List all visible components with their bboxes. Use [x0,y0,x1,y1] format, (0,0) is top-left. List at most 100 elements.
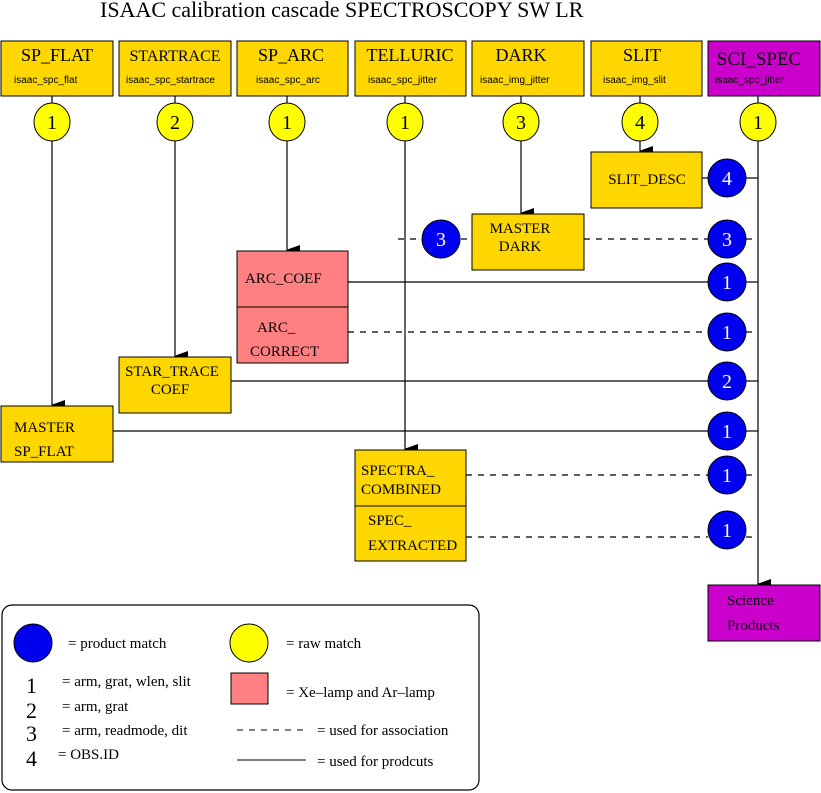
product-match-circle: 1 [707,455,747,495]
product-match-icon [707,510,747,550]
product-slit-desc: SLIT_DESC [590,151,703,209]
raw-frame-sp-flat: SP_FLAT isaac_spc_flat [0,40,114,97]
product-label-line2: DARK [499,239,542,255]
legend-key-num: 3 [26,721,37,746]
product-label-line2: COEF [151,382,189,398]
product-spectra: SPECTRA_ COMBINED SPEC_ EXTRACTED [354,449,467,562]
legend: = product match = raw match 1 = arm, gra… [1,604,480,791]
recipe-name: isaac_spc_startrace [126,75,215,86]
raw-box [0,40,114,97]
match-number: 2 [170,112,180,134]
match-number: 1 [722,465,732,487]
raw-match-icon [33,102,71,142]
raw-match-icon [621,102,659,142]
product-label-line2: Products [727,618,780,634]
raw-frame-name: DARK [495,45,546,65]
product-label: ARC_COEF [245,271,322,287]
product-box [0,405,114,463]
legend-product-match: = product match [68,636,167,652]
raw-frame-sci-spec: SCI_SPEC isaac_spc_jitter [707,40,821,97]
product-match-circle: 3 [421,219,461,259]
match-number: 3 [516,112,526,134]
product-box [590,151,703,209]
raw-frame-name: SP_FLAT [21,45,93,65]
raw-frame-dark: DARK isaac_img_jitter [471,40,585,97]
product-science-products: Science Products [707,584,821,642]
match-number: 3 [436,229,446,251]
recipe-name: isaac_img_jitter [480,75,550,86]
raw-match-circle: 3 [502,102,540,142]
product-master-dark: MASTER DARK [471,213,585,271]
legend-key-num: 1 [26,673,37,698]
legend-association: = used for association [317,723,449,739]
legend-raw-match: = raw match [286,636,362,652]
product-match-circle: 3 [707,219,747,259]
raw-frame-slit: SLIT isaac_img_slit [590,40,703,97]
raw-match-circle: 1 [33,102,71,142]
product-match-circle: 1 [707,411,747,451]
raw-frame-startrace: STARTRACE isaac_spc_startrace [118,40,232,97]
match-number: 1 [722,272,732,294]
product-match-circles: 4 3 3 1 1 2 1 1 [421,158,747,550]
recipe-name: isaac_spc_jitter [368,75,438,86]
product-match-circle: 1 [707,510,747,550]
product-label-line1: SPECTRA_ [361,463,435,479]
product-match-icon [707,219,747,259]
raw-box [354,40,467,97]
raw-frame-telluric: TELLURIC isaac_spc_jitter [354,40,467,97]
product-match-icon [707,158,747,198]
product-label-line1: Science [727,593,774,609]
match-number: 2 [722,371,732,393]
match-number: 4 [722,168,732,190]
product-label-line2: COMBINED [361,482,441,498]
raw-frame-name: STARTRACE [129,48,220,65]
raw-match-circle: 4 [621,102,659,142]
product-match-icon [707,455,747,495]
product-box [118,356,232,414]
science-box [707,40,821,97]
connectors [51,96,771,589]
raw-frame-sp-arc: SP_ARC isaac_spc_arc [236,40,349,97]
product-label-line2: EXTRACTED [368,538,457,554]
raw-frame-name: SP_ARC [258,45,324,65]
recipe-name: isaac_spc_arc [256,75,320,86]
raw-frame-name: SCI_SPEC [717,49,801,70]
recipe-name: isaac_img_slit [603,75,666,86]
legend-key-desc: = arm, readmode, dit [62,723,188,739]
raw-match-icon [268,102,306,142]
raw-match-icon [156,102,194,142]
raw-box [236,40,349,97]
product-master-sp-flat: MASTER SP_FLAT [0,405,114,463]
raw-match-icon [229,623,269,663]
product-box [471,213,585,271]
match-number: 1 [400,112,410,134]
product-label-line2: SP_FLAT [14,444,74,460]
match-number: 1 [282,112,292,134]
product-match-icon [707,411,747,451]
product-label-line1: SPEC_ [368,513,412,529]
legend-lamp: = Xe–lamp and Ar–lamp [286,685,435,701]
product-star-trace-coef: STAR_TRACE COEF [118,356,232,414]
match-number: 1 [722,421,732,443]
match-number: 1 [722,322,732,344]
product-match-circle: 2 [707,361,747,401]
diagram-title: ISAAC calibration cascade SPECTROSCOPY S… [100,0,584,22]
legend-key-num: 4 [26,746,37,771]
product-match-icon [13,623,53,663]
raw-frame-name: SLIT [623,45,661,65]
raw-match-circles: 1 2 1 1 3 4 1 [33,102,777,142]
raw-box [471,40,585,97]
product-label-line1: MASTER [14,420,75,436]
raw-match-circle: 1 [386,102,424,142]
match-number: 3 [722,229,732,251]
recipe-name: isaac_spc_jitter [715,75,785,86]
product-label-line1: ARC_ [257,320,296,336]
lamp-swatch-icon [230,672,269,705]
recipe-name: isaac_spc_flat [14,75,78,86]
product-match-icon [421,219,461,259]
raw-match-icon [739,102,777,142]
product-match-icon [707,312,747,352]
legend-key-desc: = arm, grat, wlen, slit [62,674,192,690]
legend-key-num: 2 [26,698,37,723]
